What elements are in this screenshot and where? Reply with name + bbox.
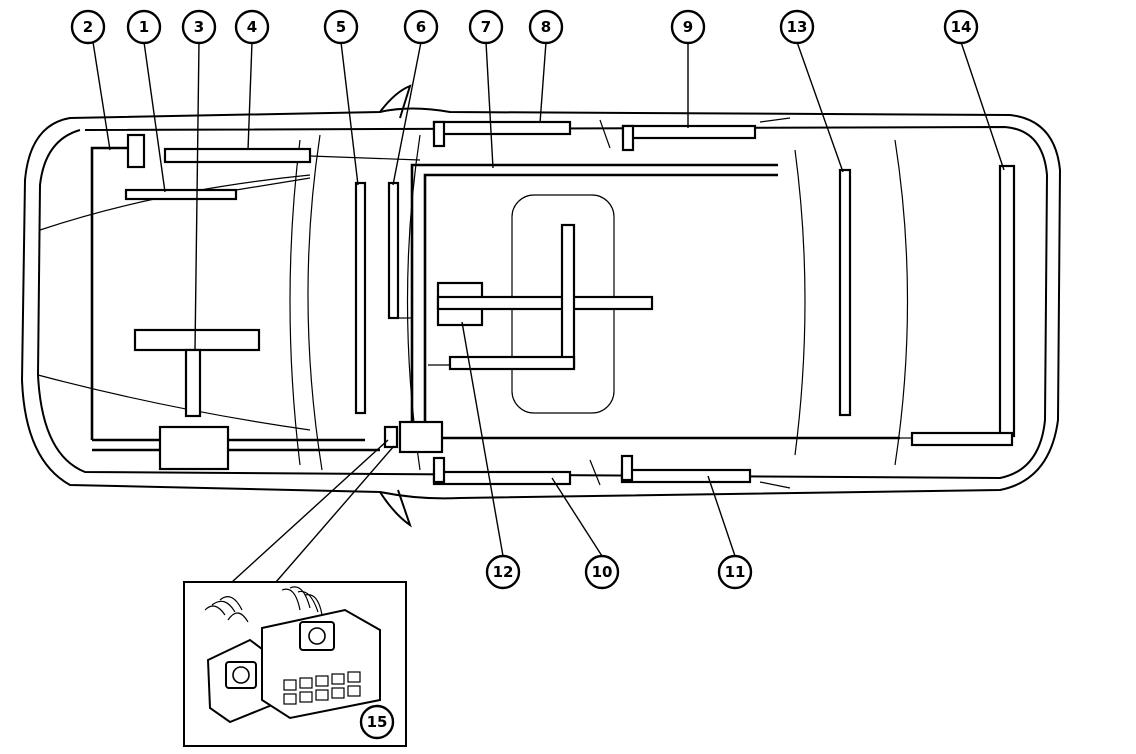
sunroof-branch [560, 223, 576, 369]
callout-15: 15 [359, 704, 395, 740]
svg-text:7: 7 [481, 18, 491, 36]
harness-branch-10 [432, 470, 572, 486]
callouts: 2 1 3 4 5 6 7 8 9 13 14 12 10 11 15 [70, 9, 979, 740]
svg-text:10: 10 [592, 563, 613, 581]
harness-branch-11 [620, 468, 752, 484]
callout-2: 2 [70, 9, 106, 45]
callout-14: 14 [943, 9, 979, 45]
leader-lines [92, 41, 1005, 583]
fuse-box [158, 425, 230, 471]
harness-branch-14 [998, 164, 1016, 438]
callout-4: 4 [234, 9, 270, 45]
svg-text:1: 1 [139, 18, 149, 36]
svg-text:5: 5 [336, 18, 346, 36]
callout-8: 8 [528, 9, 564, 45]
svg-text:8: 8 [541, 18, 551, 36]
harness-branch-9-drop [621, 124, 635, 152]
svg-text:3: 3 [194, 18, 204, 36]
callout-3: 3 [181, 9, 217, 45]
svg-text:9: 9 [683, 18, 693, 36]
harness-branch-6 [387, 181, 400, 320]
cross-branch [436, 295, 654, 311]
harness-branch-10-drop [432, 456, 446, 484]
svg-text:11: 11 [725, 563, 746, 581]
harness-branch-8 [432, 120, 572, 136]
harness-branch-8-drop [432, 120, 446, 148]
callout-11: 11 [717, 554, 753, 590]
callout-9: 9 [670, 9, 706, 45]
harness-branch-3 [133, 328, 261, 352]
rear-harness-link [910, 431, 1014, 447]
car-body-outline [20, 84, 1062, 528]
svg-text:13: 13 [787, 18, 808, 36]
callout-12: 12 [485, 554, 521, 590]
svg-text:15: 15 [367, 713, 388, 731]
callout-13: 13 [779, 9, 815, 45]
harness-branch-4 [163, 147, 312, 164]
callout-6: 6 [403, 9, 439, 45]
svg-text:14: 14 [951, 18, 972, 36]
callout-10: 10 [584, 554, 620, 590]
central-junction [398, 420, 444, 454]
callout-5: 5 [323, 9, 359, 45]
harness-branch-5 [354, 181, 367, 415]
harness-branch-12 [448, 355, 576, 371]
callout-1: 1 [126, 9, 162, 45]
harness-branch-11-drop [620, 454, 634, 482]
callout-7: 7 [468, 9, 504, 45]
svg-text:4: 4 [247, 18, 257, 36]
harness-branch-2 [126, 133, 146, 169]
harness-branch-3-stem [184, 348, 202, 418]
harness-branch-9 [621, 124, 757, 140]
harness-branch-13 [838, 168, 852, 417]
wiring-harness [90, 120, 1016, 486]
svg-text:2: 2 [83, 18, 93, 36]
svg-text:12: 12 [493, 563, 514, 581]
harness-branch-1 [124, 188, 238, 201]
diagnostic-connector [383, 425, 399, 449]
svg-text:6: 6 [416, 18, 426, 36]
